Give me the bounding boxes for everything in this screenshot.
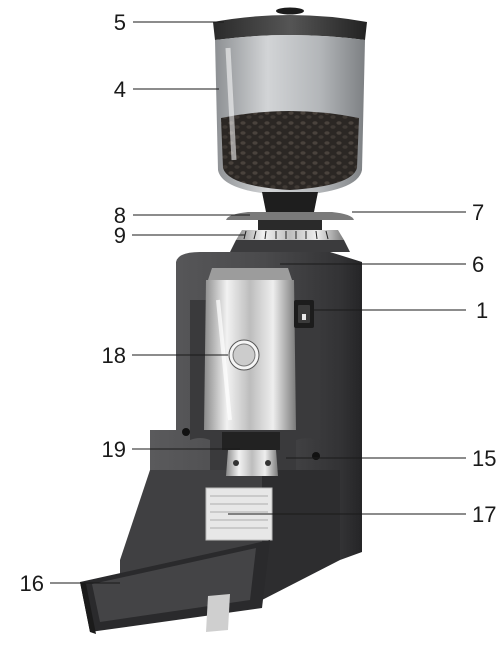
callout-8: 8 <box>114 203 126 228</box>
callout-17: 17 <box>472 502 496 527</box>
hopper-lid <box>213 15 367 40</box>
callout-labels: 5 4 8 7 9 6 1 18 19 15 17 16 <box>20 10 497 596</box>
callout-18: 18 <box>102 343 126 368</box>
drip-tray <box>80 540 270 634</box>
callout-5: 5 <box>114 10 126 35</box>
callout-16: 16 <box>20 571 44 596</box>
coffee-beans <box>221 111 359 190</box>
lid-knob <box>276 7 304 15</box>
bean-hopper <box>213 7 367 196</box>
callout-6: 6 <box>472 252 484 277</box>
portafilter-fork <box>226 450 278 476</box>
callout-7: 7 <box>472 200 484 225</box>
callout-19: 19 <box>102 437 126 462</box>
callout-15: 15 <box>472 446 496 471</box>
callout-9: 9 <box>114 223 126 248</box>
callout-leaders <box>50 21 466 584</box>
hopper-collar <box>226 192 354 252</box>
hopper-shutter <box>226 212 354 220</box>
callout-1: 1 <box>476 298 488 323</box>
callout-4: 4 <box>114 77 126 102</box>
doser-lever <box>208 268 292 280</box>
power-switch[interactable] <box>294 300 314 328</box>
doser-assembly <box>204 268 296 476</box>
